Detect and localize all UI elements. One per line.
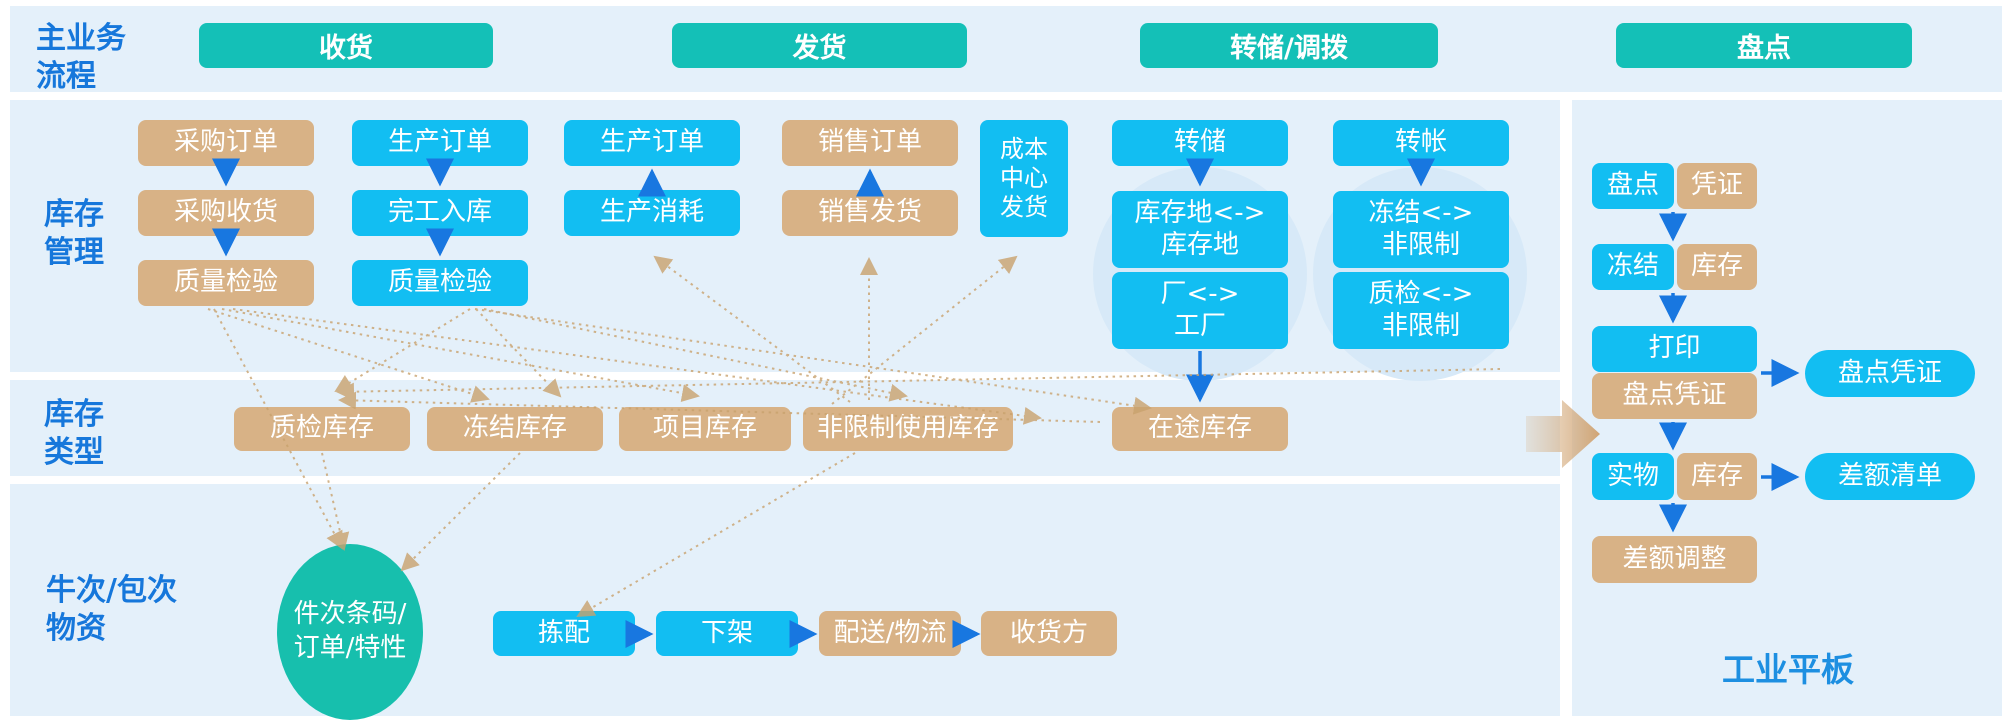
pill-difference-list: 差额清单 xyxy=(1805,453,1975,500)
node-quality-check-2: 质量检验 xyxy=(352,260,528,306)
node-production-order-2: 生产订单 xyxy=(564,120,740,166)
node-freeze: 冻结 xyxy=(1592,244,1674,290)
node-receiver: 收货方 xyxy=(981,611,1117,656)
node-project-stock: 项目库存 xyxy=(619,407,791,451)
banner-transfer: 转储/调拨 xyxy=(1140,23,1438,68)
rail-inventory-management: 库存 管理 xyxy=(44,197,104,271)
node-frozen-stock: 冻结库存 xyxy=(427,407,603,451)
node-stock-2: 库存 xyxy=(1677,453,1757,500)
node-stocktake-voucher: 盘点凭证 xyxy=(1592,373,1757,419)
rail-inventory-types: 库存 类型 xyxy=(44,397,104,471)
band-batch-materials xyxy=(10,484,1560,716)
node-transfer-posting: 转帐 xyxy=(1333,120,1509,166)
caption-industrial-tablet: 工业平板 xyxy=(1722,650,1854,689)
node-stocktake: 盘点 xyxy=(1592,163,1674,209)
node-sales-order: 销售订单 xyxy=(782,120,958,166)
node-quality-check-1: 质量检验 xyxy=(138,260,314,306)
node-finished-storage: 完工入库 xyxy=(352,190,528,236)
node-in-transit-stock: 在途库存 xyxy=(1112,407,1288,451)
rail-main-process: 主业务 流程 xyxy=(36,21,126,95)
node-picking: 拣配 xyxy=(493,611,635,656)
node-purchase-receipt: 采购收货 xyxy=(138,190,314,236)
node-sales-delivery: 销售发货 xyxy=(782,190,958,236)
rail-batch-materials: 牛次/包次 物资 xyxy=(46,573,177,647)
node-transfer-storage: 转储 xyxy=(1112,120,1288,166)
node-stock-1: 库存 xyxy=(1677,244,1757,290)
node-difference-adjust: 差额调整 xyxy=(1592,536,1757,583)
node-frozen-to-unrestricted: 冻结<-> 非限制 xyxy=(1333,191,1509,268)
node-plant-to-plant: 厂<-> 工厂 xyxy=(1112,272,1288,349)
node-physical: 实物 xyxy=(1592,453,1674,500)
node-loc-to-loc: 库存地<-> 库存地 xyxy=(1112,191,1288,268)
node-print: 打印 xyxy=(1592,326,1757,372)
node-delivery-logistics: 配送/物流 xyxy=(819,611,961,656)
node-cost-center-delivery: 成本 中心 发货 xyxy=(980,120,1068,237)
node-production-consumption: 生产消耗 xyxy=(564,190,740,236)
node-unrestricted-stock: 非限制使用库存 xyxy=(803,407,1013,451)
node-qc-to-unrestricted: 质检<-> 非限制 xyxy=(1333,272,1509,349)
banner-shipping: 发货 xyxy=(672,23,967,68)
banner-stocktake: 盘点 xyxy=(1616,23,1912,68)
node-batch-barcode-circle: 件次条码/ 订单/特性 xyxy=(277,544,423,720)
node-unshelve: 下架 xyxy=(656,611,798,656)
node-production-order-1: 生产订单 xyxy=(352,120,528,166)
pill-stocktake-voucher: 盘点凭证 xyxy=(1805,350,1975,397)
node-qc-stock: 质检库存 xyxy=(234,407,410,451)
node-voucher: 凭证 xyxy=(1677,163,1757,209)
node-purchase-order: 采购订单 xyxy=(138,120,314,166)
banner-receiving: 收货 xyxy=(199,23,493,68)
